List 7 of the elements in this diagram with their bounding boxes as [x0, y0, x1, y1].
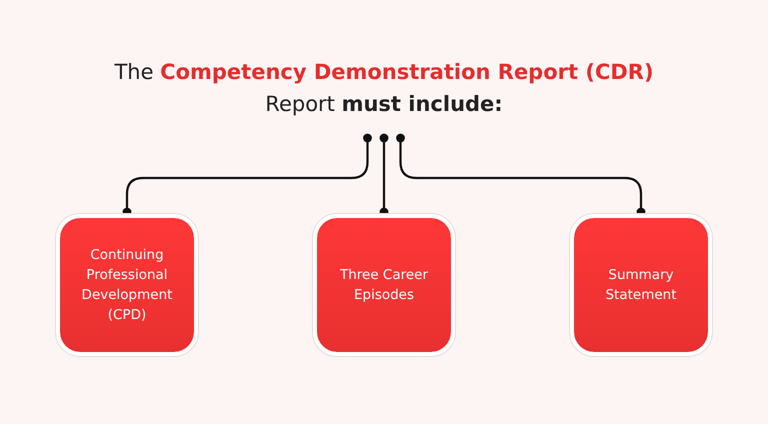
box-label: Three Career Episodes: [338, 266, 430, 305]
process-box: [574, 218, 708, 352]
process-box: [60, 218, 194, 352]
box-label: Summary Statement: [604, 266, 678, 305]
heading-text: The Competency Demonstration Report (CDR) Report must include:: [113, 59, 655, 118]
box-label: Continuing Professional Development (CPD): [80, 246, 174, 325]
process-box: [317, 218, 451, 352]
